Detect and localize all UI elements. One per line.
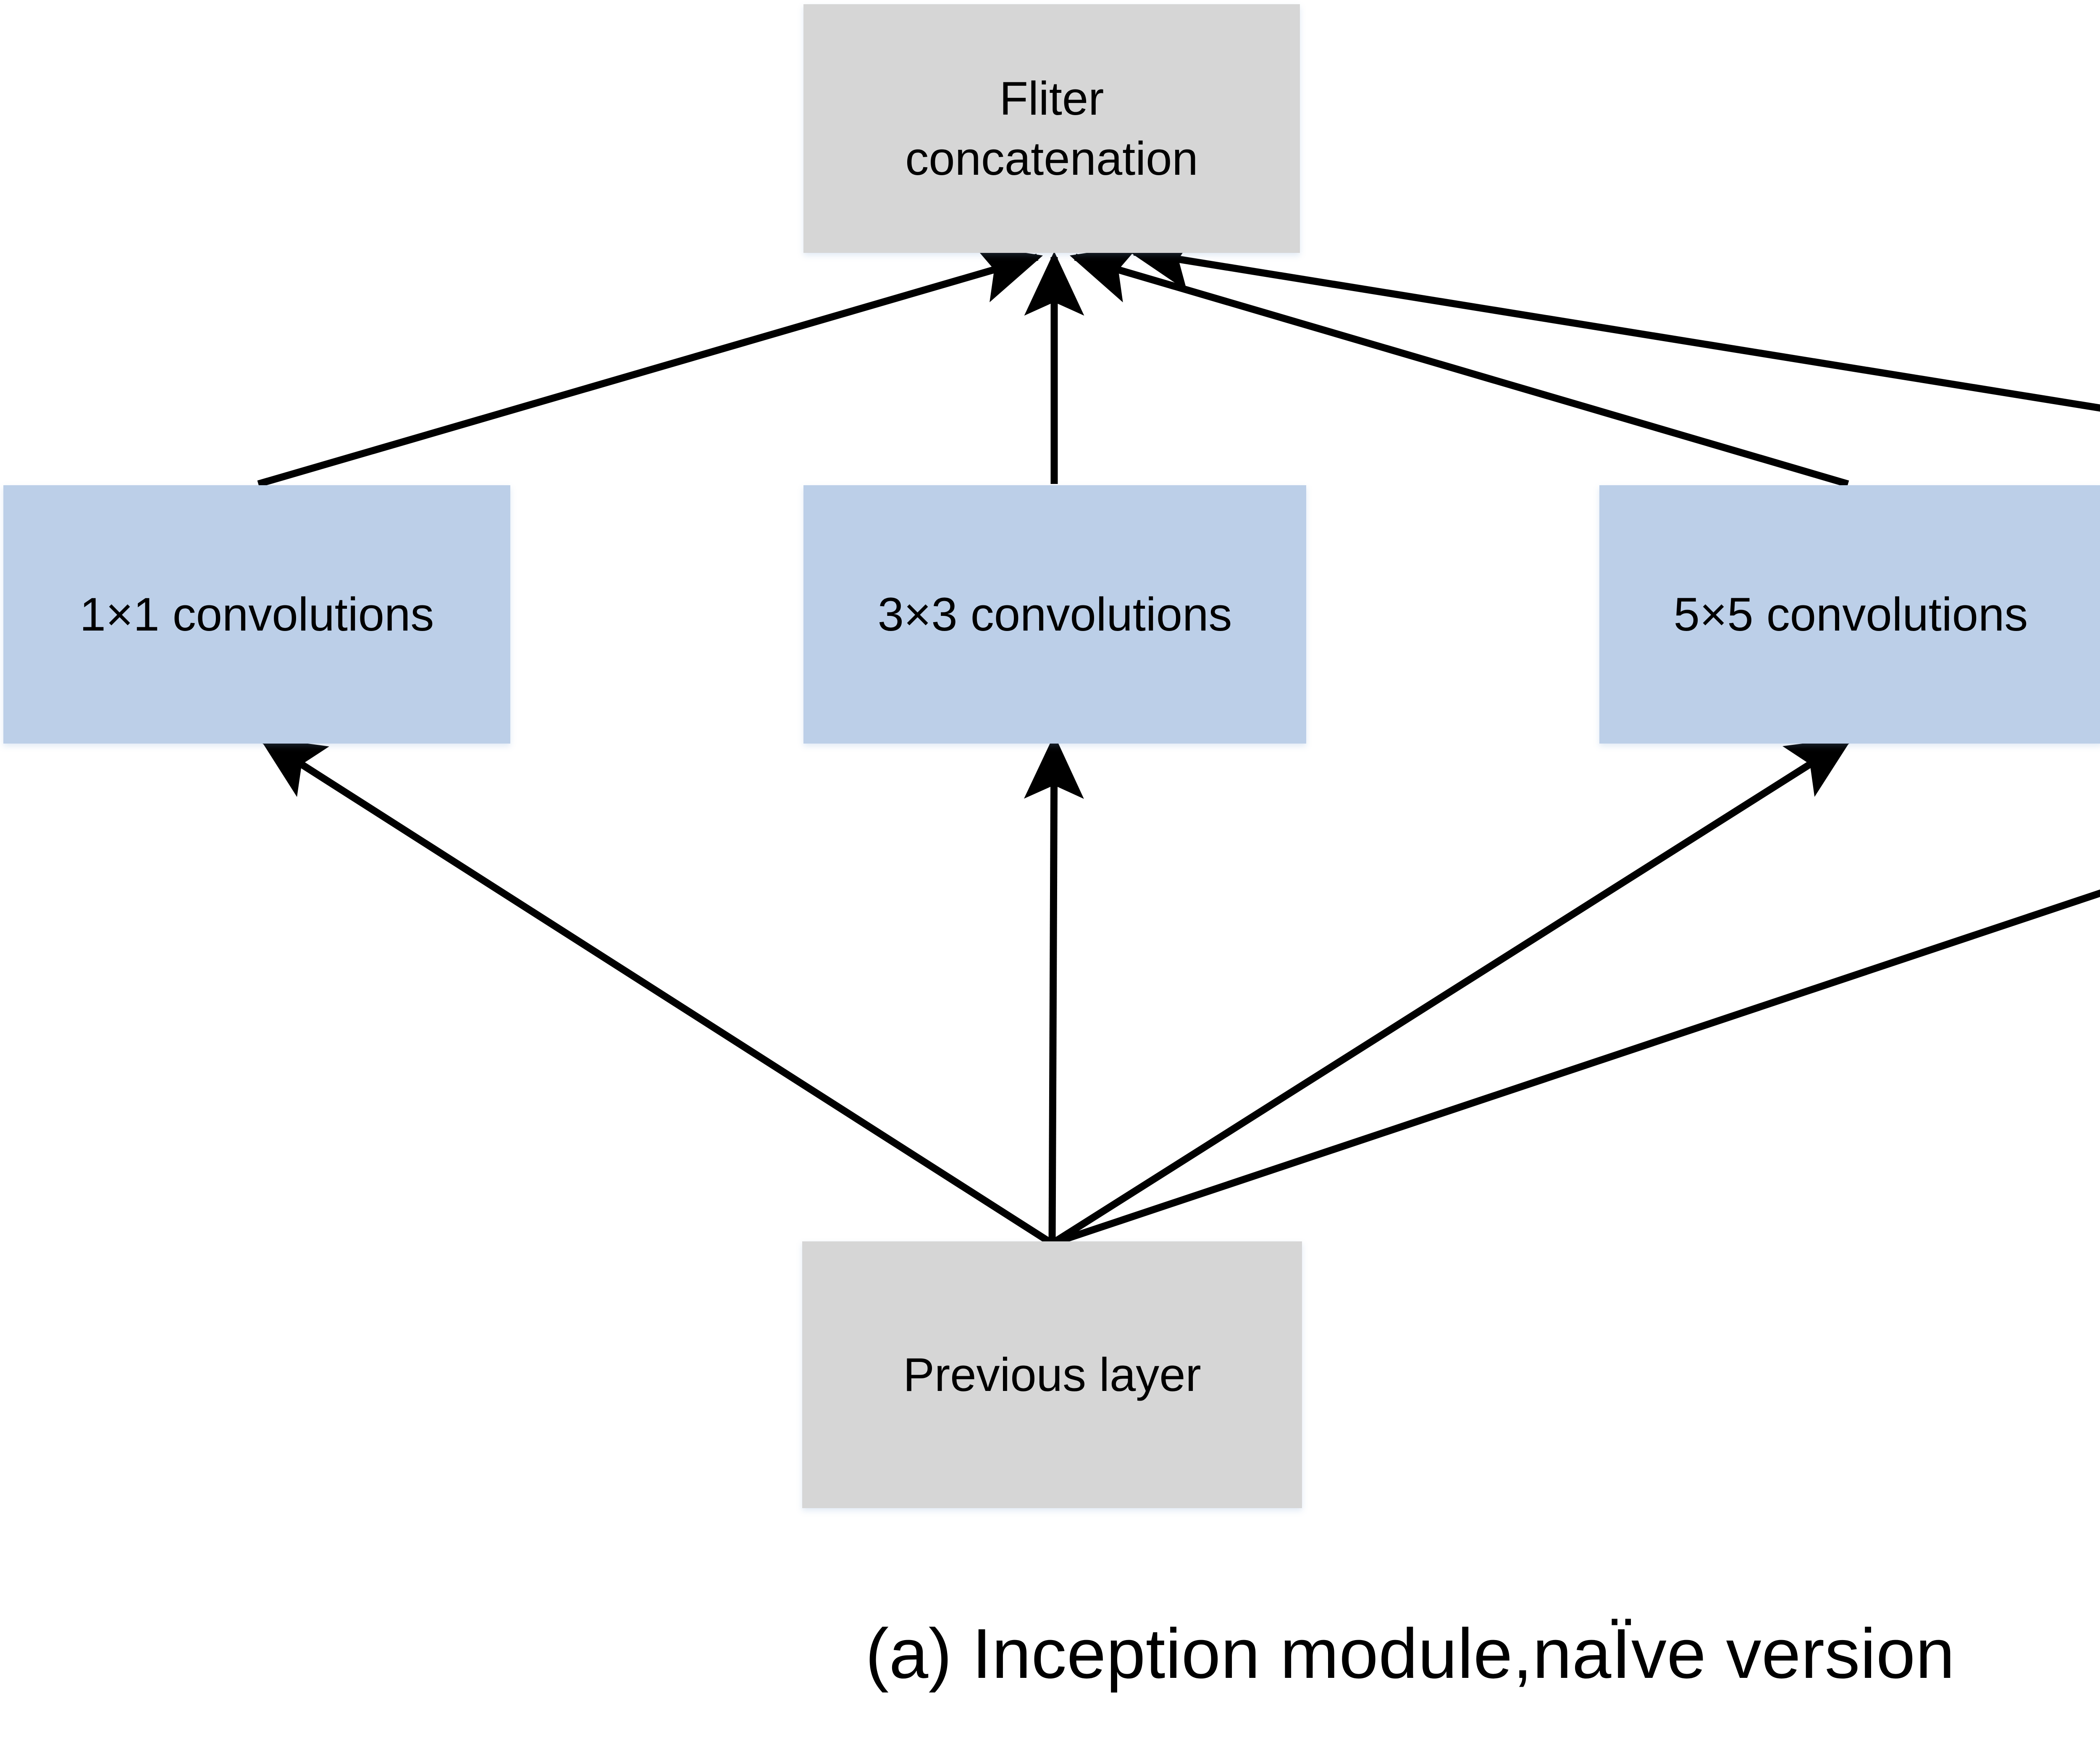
- node-conv-1x1[interactable]: 1×1 convolutions: [3, 485, 510, 744]
- edge-5x5-to-concat: [1069, 244, 1849, 488]
- node-previous-layer[interactable]: Previous layer: [802, 1241, 1302, 1508]
- node-conv-5x5[interactable]: 5×5 convolutions: [1599, 485, 2100, 744]
- edge-previous-to-maxpool: [1051, 889, 2100, 1247]
- node-filter-concatenation-label: Fliter concatenation: [905, 72, 1198, 185]
- figure-caption: (a) Inception module,naÏve version: [865, 1614, 1955, 1693]
- edge-1x1-to-concat: [257, 244, 1043, 488]
- node-conv-1x1-label: 1×1 convolutions: [79, 588, 434, 641]
- node-conv-5x5-label: 5×5 convolutions: [1673, 588, 2028, 641]
- edge-previous-to-1x1: [259, 737, 1054, 1247]
- node-previous-layer-label: Previous layer: [903, 1348, 1201, 1401]
- edge-maxpool-to-concat: [1128, 231, 2100, 412]
- edge-previous-to-3x3: [1024, 734, 1084, 1244]
- node-conv-3x3[interactable]: 3×3 convolutions: [803, 485, 1306, 744]
- edge-previous-to-5x5: [1050, 737, 1853, 1247]
- node-filter-concatenation[interactable]: Fliter concatenation: [803, 4, 1300, 253]
- node-conv-3x3-label: 3×3 convolutions: [877, 588, 1232, 641]
